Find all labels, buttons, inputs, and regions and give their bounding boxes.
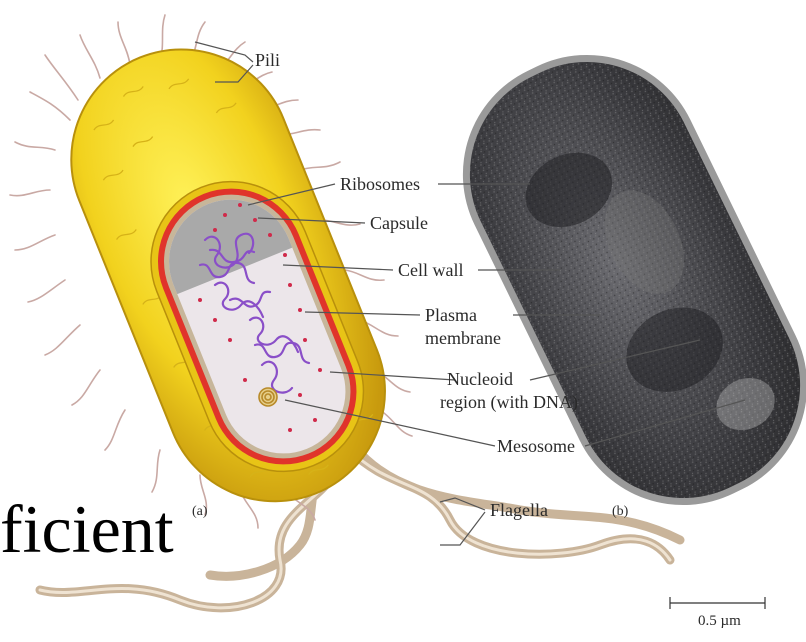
label-plasma-membrane-line1: Plasma bbox=[425, 305, 477, 325]
label-pili: Pili bbox=[255, 50, 280, 70]
mesosome bbox=[259, 388, 277, 406]
label-capsule: Capsule bbox=[370, 213, 428, 233]
overlay-slide-text: ficient bbox=[0, 491, 174, 567]
label-mesosome: Mesosome bbox=[497, 436, 575, 456]
scale-bar-label: 0.5 µm bbox=[698, 613, 741, 629]
label-cell-wall: Cell wall bbox=[398, 260, 464, 280]
label-ribosomes: Ribosomes bbox=[340, 174, 420, 194]
label-nucleoid-line1: Nucleoid bbox=[447, 369, 513, 389]
label-plasma-membrane-line2: membrane bbox=[425, 328, 501, 348]
scale-bar bbox=[670, 597, 765, 609]
label-flagella: Flagella bbox=[490, 500, 548, 520]
micrograph-cell bbox=[424, 16, 806, 544]
panel-label-b: (b) bbox=[612, 504, 629, 519]
label-nucleoid-line2: region (with DNA) bbox=[440, 392, 578, 413]
panel-label-a: (a) bbox=[192, 504, 208, 519]
